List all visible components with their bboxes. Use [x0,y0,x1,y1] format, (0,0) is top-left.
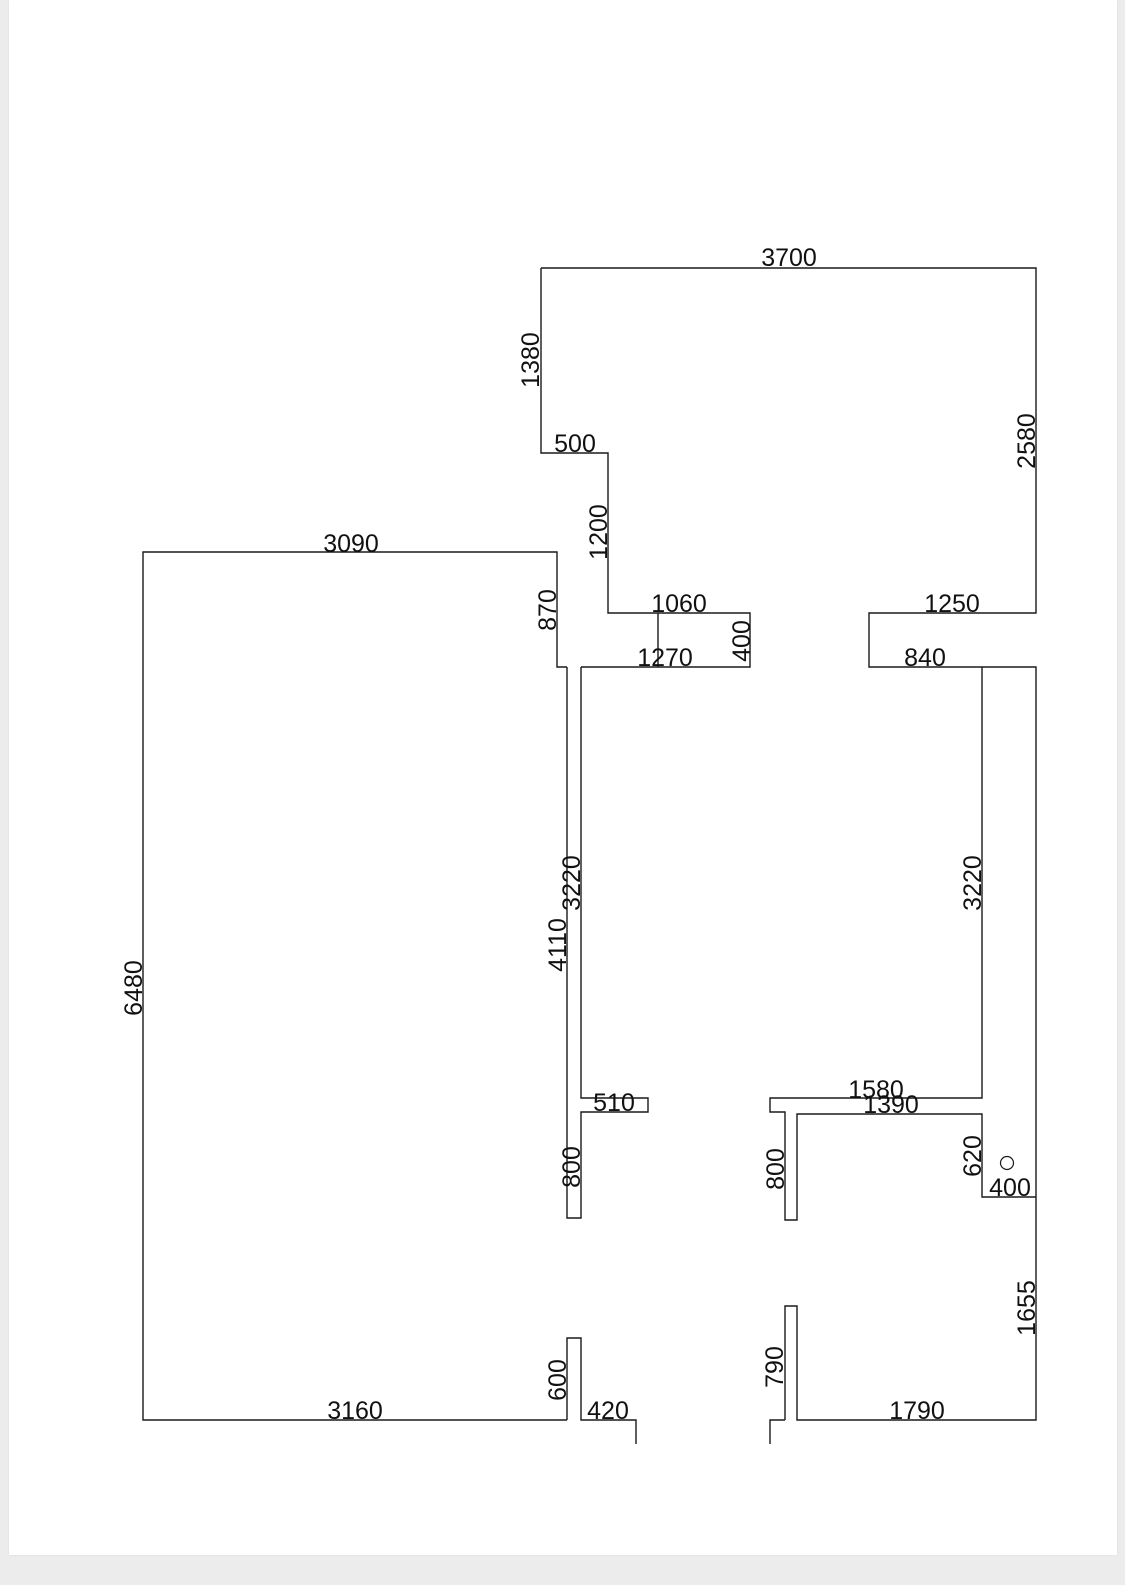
dim-top-left-height: 1380 [517,332,545,388]
dim-left-room-width: 3090 [323,530,379,558]
dim-right-800: 800 [762,1148,790,1190]
dim-right-1250: 1250 [924,590,980,618]
wall-top-room [541,267,1037,1421]
wall-right-corridor [769,667,1036,1221]
dim-left-600: 600 [544,1359,572,1401]
wall-bottom-right-stub [769,1419,785,1444]
wall-bottom-left-stub [566,1337,637,1444]
dim-ledge-1270: 1270 [637,644,693,672]
dim-right-840: 840 [904,644,946,672]
drawing-sheet [9,0,1117,1555]
dim-top-right-height: 2580 [1013,413,1041,469]
dim-step-1200: 1200 [585,504,613,560]
dim-step-620: 620 [959,1135,987,1177]
dim-ledge-400: 400 [728,620,756,662]
dim-left-790: 790 [761,1346,789,1388]
dim-left-800: 800 [558,1146,586,1188]
dim-right-1655: 1655 [1013,1280,1041,1336]
dim-wall-4110: 4110 [544,918,572,972]
dim-step-400: 400 [989,1174,1031,1202]
dim-stub-1390: 1390 [863,1091,919,1119]
dim-top-width: 3700 [761,244,817,272]
dim-stub-510: 510 [593,1089,635,1117]
wall-left-room [142,551,567,1421]
wall-left-corridor [566,667,649,1219]
dim-mid-right-3220: 3220 [959,855,987,911]
dim-left-room-height: 6480 [120,960,148,1016]
dim-left-room-870: 870 [534,589,562,631]
dim-mid-left-3220: 3220 [558,855,586,911]
circle-marker-icon [999,1155,1015,1171]
dim-stub-1580: 1580 [848,1076,904,1104]
dim-bottom-3160: 3160 [327,1397,383,1425]
dim-step-500: 500 [554,430,596,458]
dim-bottom-420: 420 [587,1397,629,1425]
dim-bottom-1790: 1790 [889,1397,945,1425]
dim-ledge-1060: 1060 [651,590,707,618]
wall-top-left-step [540,268,751,668]
